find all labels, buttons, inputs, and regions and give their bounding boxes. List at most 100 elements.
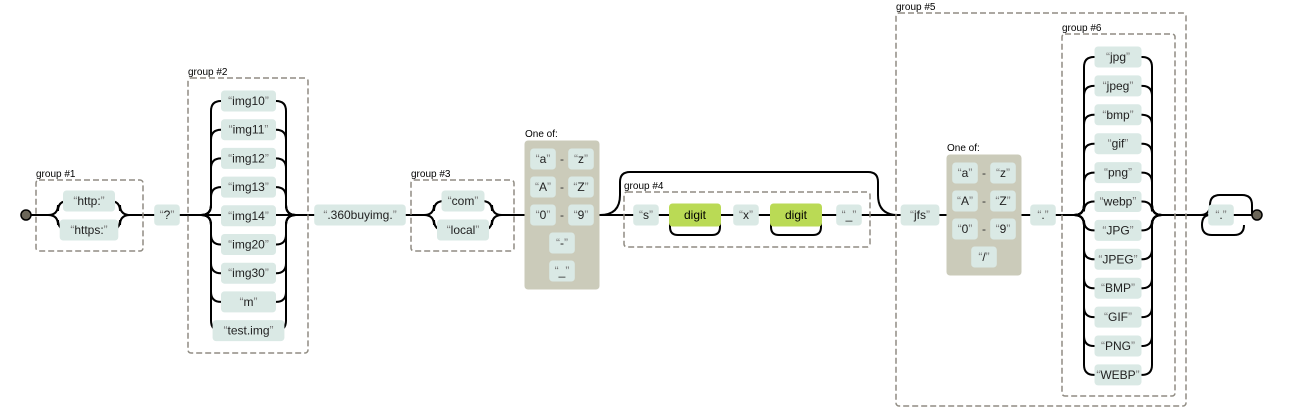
char-class-1-range-start: “A”: [530, 176, 556, 198]
svg-text:“Z”: “Z”: [573, 180, 588, 194]
group-6-option: “GIF”: [1094, 306, 1142, 328]
svg-text:“bmp”: “bmp”: [1102, 108, 1133, 122]
svg-text:“0”: “0”: [536, 208, 551, 222]
svg-text:“JPEG”: “JPEG”: [1098, 252, 1137, 266]
group-1-option: “https:”: [59, 219, 119, 241]
group-4-digit-ref-2: digit: [770, 203, 822, 227]
group-6-option: “WEBP”: [1094, 364, 1142, 386]
svg-text:“PNG”: “PNG”: [1101, 339, 1135, 353]
svg-text:“9”: “9”: [574, 208, 589, 222]
char-class-2-range-end: “z”: [990, 162, 1016, 184]
char-class-2: [946, 154, 1022, 276]
svg-text:“BMP”: “BMP”: [1101, 281, 1135, 295]
group-6-option: “gif”: [1094, 133, 1142, 155]
svg-text:“x”: “x”: [739, 208, 753, 222]
group-2-option: “test.img”: [212, 320, 285, 342]
group-3-frame-label: group #3: [411, 169, 451, 180]
svg-text:“?”: “?”: [160, 208, 175, 222]
group-6-option: “jpeg”: [1094, 75, 1142, 97]
group-2-frame: [187, 77, 309, 354]
group-2-option: “img12”: [221, 147, 276, 169]
group-4-frame: [623, 191, 871, 248]
svg-text:“img11”: “img11”: [229, 123, 269, 137]
svg-text:“.360buyimg.”: “.360buyimg.”: [323, 208, 396, 222]
svg-text:“com”: “com”: [448, 194, 479, 208]
char-class-2-range-start: “0”: [952, 218, 978, 240]
svg-text:“A”: “A”: [957, 194, 973, 208]
svg-text:“img30”: “img30”: [228, 266, 269, 280]
group-2-option: “img11”: [221, 119, 276, 141]
svg-text:“png”: “png”: [1104, 166, 1132, 180]
svg-text:“.”: “.”: [1037, 208, 1048, 222]
svg-text:“a”: “a”: [536, 152, 551, 166]
char-class-1-range-start: “a”: [530, 148, 556, 170]
svg-text:“z”: “z”: [574, 152, 588, 166]
group-6-option: “bmp”: [1094, 104, 1142, 126]
char-class-2-range-end: “Z”: [990, 190, 1016, 212]
svg-text:“jfs”: “jfs”: [910, 208, 930, 222]
group-2-option: “img14”: [221, 205, 276, 227]
svg-text:“https:”: “https:”: [70, 223, 107, 237]
group-6-option: “BMP”: [1094, 277, 1142, 299]
host-literal: “.360buyimg.”: [314, 204, 406, 226]
group-5-frame-label: group #5: [896, 2, 936, 13]
char-class-1-range-dash: -: [560, 208, 564, 222]
svg-text:“Z”: “Z”: [995, 194, 1010, 208]
char-class-1-range-dash: -: [560, 180, 564, 194]
group-2-option: “m”: [221, 291, 276, 313]
svg-text:digit: digit: [785, 208, 808, 222]
svg-text:“/”: “/”: [978, 250, 989, 264]
svg-text:“_”: “_”: [555, 264, 570, 278]
char-class-2-range-dash: -: [982, 222, 986, 236]
svg-text:“gif”: “gif”: [1108, 137, 1129, 151]
group-6-option: “webp”: [1094, 191, 1142, 212]
final-repeat-loop: [1200, 214, 1245, 236]
group-6-option: “png”: [1094, 162, 1142, 184]
char-class-1-range-end: “9”: [568, 204, 594, 226]
svg-text:“jpeg”: “jpeg”: [1103, 79, 1134, 93]
group-2-option: “img30”: [221, 262, 276, 284]
group-4-frame-label: group #4: [624, 181, 664, 192]
group-4-bypass: [599, 171, 899, 216]
final-dot-literal: “.”: [1208, 204, 1234, 226]
group-4-underscore-literal: “_”: [836, 204, 862, 226]
char-class-2-range-dash: -: [982, 166, 986, 180]
group-1-frame: [35, 179, 144, 252]
jfs-literal: “jfs”: [900, 204, 940, 226]
svg-text:digit: digit: [684, 208, 707, 222]
svg-text:“m”: “m”: [240, 295, 258, 309]
svg-text:“test.img”: “test.img”: [223, 324, 273, 338]
group-6-option: “JPEG”: [1094, 248, 1142, 270]
final-skip-top: [1199, 194, 1253, 216]
group-1-option: “http:”: [63, 190, 115, 212]
group-3-frame: [410, 179, 515, 252]
svg-text:“a”: “a”: [958, 166, 973, 180]
svg-text:“img12”: “img12”: [228, 151, 269, 165]
start-terminal: [20, 209, 32, 221]
group-2-branch: [200, 128, 297, 216]
svg-text:“-”: “-”: [556, 236, 568, 250]
svg-text:“z”: “z”: [996, 166, 1010, 180]
svg-text:“A”: “A”: [535, 180, 551, 194]
diagram-nodes: “http:”“https:”“?”“img10”“img11”“img12”“…: [20, 46, 1263, 386]
char-class-2-label: One of:: [947, 143, 980, 154]
group-4-s-literal: “s”: [633, 204, 659, 226]
svg-text:“webp”: “webp”: [1100, 195, 1137, 209]
char-class-2-range-dash: -: [982, 194, 986, 208]
char-class-2-range-end: “9”: [990, 218, 1016, 240]
group-6-frame: [1061, 33, 1176, 397]
char-class-2-range-start: “A”: [952, 190, 978, 212]
group-2-option: “img13”: [221, 176, 276, 198]
char-class-1-label: One of:: [525, 129, 558, 140]
group-2-branch: [200, 214, 297, 303]
svg-text:“WEBP”: “WEBP”: [1096, 368, 1139, 382]
svg-text:“JPG”: “JPG”: [1102, 223, 1133, 237]
svg-text:“9”: “9”: [996, 222, 1011, 236]
char-class-1-range-dash: -: [560, 152, 564, 166]
optional-char-literal: “?”: [154, 204, 180, 226]
group-4-x-literal: “x”: [733, 204, 759, 226]
group-3-option: “com”: [441, 190, 485, 212]
group-2-frame-label: group #2: [188, 67, 228, 78]
svg-text:“img14”: “img14”: [228, 209, 269, 223]
